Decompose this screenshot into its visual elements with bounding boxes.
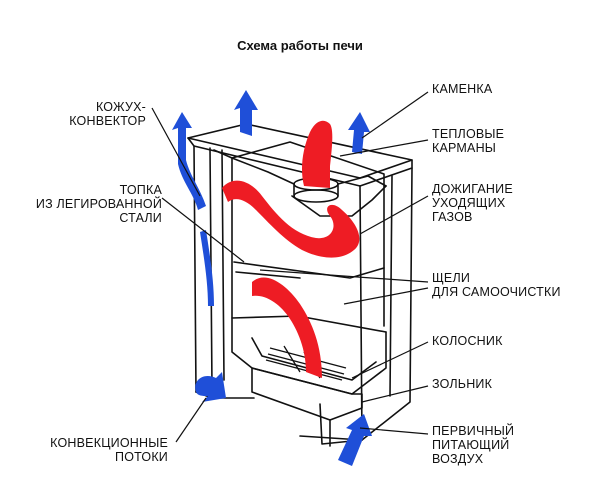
flame-flows	[222, 120, 360, 378]
label-scheli: ЩЕЛИ ДЛЯ САМООЧИСТКИ	[432, 271, 561, 299]
ash-pan	[251, 367, 363, 421]
label-line: ВОЗДУХ	[432, 452, 484, 466]
label-teplovye-karmany: ТЕПЛОВЫЕ КАРМАНЫ	[432, 127, 504, 155]
leader-scheli-2	[343, 287, 429, 305]
convection-top-arrow	[234, 90, 258, 136]
label-line: ПЕРВИЧНЫЙ	[432, 424, 515, 438]
label-line: КОНВЕКТОР	[69, 114, 146, 128]
leader-zolnik	[361, 385, 429, 403]
leader-scheli-1	[259, 269, 429, 283]
leader-vozduh	[359, 427, 429, 435]
grate-flame	[252, 277, 322, 378]
label-line: КОЛОСНИК	[432, 334, 503, 348]
air-flows	[172, 90, 372, 466]
label-line: ЗОЛЬНИК	[432, 377, 493, 391]
label-line: ИЗ ЛЕГИРОВАННОЙ	[35, 197, 162, 211]
convection-bottom-arrow	[195, 372, 226, 402]
leader-dozhig	[359, 195, 429, 235]
label-line: КОНВЕКЦИОННЫЕ	[50, 436, 168, 450]
label-kolosnik: КОЛОСНИК	[432, 334, 503, 348]
label-zolnik: ЗОЛЬНИК	[432, 377, 492, 391]
leader-karmany	[339, 139, 429, 157]
primary-air-arrow	[338, 414, 372, 466]
label-line: СТАЛИ	[119, 211, 162, 225]
label-line: КОЖУХ-	[95, 100, 146, 114]
label-pervichnyi-vozduh: ПЕРВИЧНЫЙ ПИТАЮЩИЙ ВОЗДУХ	[432, 424, 514, 466]
leader-kozhukh	[151, 107, 201, 197]
label-line: ПИТАЮЩИЙ	[432, 438, 510, 452]
convection-left-arrow	[172, 112, 206, 210]
label-kamenka: КАМЕНКА	[432, 82, 492, 96]
label-topka: ТОПКА ИЗ ЛЕГИРОВАННОЙ СТАЛИ	[36, 183, 162, 225]
label-line: КАМЕНКА	[432, 82, 493, 96]
label-line: ГАЗОВ	[432, 210, 473, 224]
diagram-title: Схема работы печи	[237, 38, 363, 53]
leader-konvekc	[175, 397, 207, 443]
flue-flame	[302, 120, 333, 188]
leader-kolosnik	[351, 341, 429, 379]
leader-lines	[151, 91, 429, 443]
inner-convection-flow	[200, 230, 214, 306]
label-dozhiganie: ДОЖИГАНИЕ УХОДЯЩИХ ГАЗОВ	[432, 182, 513, 224]
label-line: ПОТОКИ	[115, 450, 168, 464]
label-line: КАРМАНЫ	[432, 141, 497, 155]
label-kozhukh-konvektor: КОЖУХ- КОНВЕКТОР	[69, 100, 146, 128]
label-line: ДОЖИГАНИЕ	[432, 182, 513, 196]
label-line: ЩЕЛИ	[432, 271, 471, 285]
leader-kamenka	[361, 91, 429, 139]
label-line: ДЛЯ САМООЧИСТКИ	[432, 285, 561, 299]
label-konvekcionnye-potoki: КОНВЕКЦИОННЫЕ ПОТОКИ	[50, 436, 168, 464]
label-line: УХОДЯЩИХ	[432, 196, 506, 210]
label-line: ТОПКА	[119, 183, 162, 197]
leader-topka	[161, 197, 245, 263]
label-line: ТЕПЛОВЫЕ	[432, 127, 505, 141]
convection-right-arrow	[348, 112, 370, 154]
afterburn-flame	[222, 180, 360, 258]
